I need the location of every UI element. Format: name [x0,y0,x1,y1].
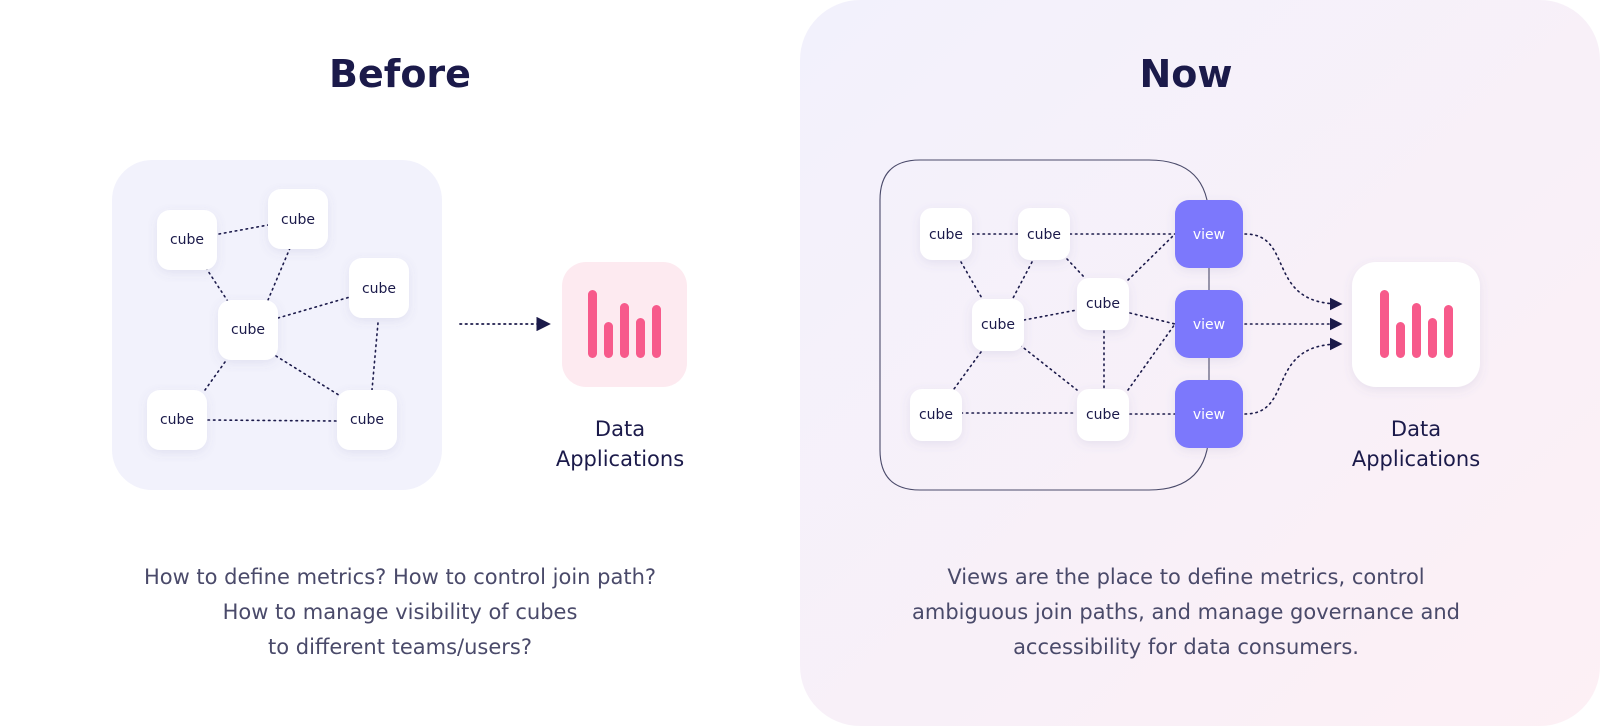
cube-label: cube [350,412,384,428]
before-cube-node: cube [268,189,328,249]
now-view-arrows [1244,233,1343,415]
caption-line: How to define metrics? How to control jo… [143,565,657,589]
now-panel [800,0,1600,726]
caption-line: Views are the place to define metrics, c… [947,565,1425,589]
before-connections [204,224,379,422]
bar-chart-icon [1380,290,1453,358]
cube-label: cube [160,412,194,428]
now-data-applications-tile [1352,262,1480,387]
before-cube-node: cube [218,300,278,360]
now-view-node: view [1175,290,1243,358]
caption-line: ambiguous join paths, and manage governa… [912,600,1460,624]
cube-label: cube [981,317,1015,333]
now-cube-node: cube [1077,389,1129,441]
app-label-line: Data [594,417,646,441]
view-label: view [1193,227,1225,243]
cube-label: cube [929,227,963,243]
cube-label: cube [170,232,204,248]
bar-chart-icon [588,290,661,358]
arrow-right-icon [1244,233,1343,311]
before-cube-node: cube [147,390,207,450]
now-cube-node: cube [910,389,962,441]
cube-label: cube [919,407,953,423]
before-data-applications-tile [562,262,687,387]
before-cube-node: cube [337,390,397,450]
view-label: view [1193,317,1225,333]
now-cube-node: cube [920,208,972,260]
before-cube-node: cube [349,258,409,318]
now-connections [953,233,1176,415]
before-diagram: cube cube cube cube cube cube [112,160,687,490]
cube-label: cube [1086,296,1120,312]
cube-label: cube [281,212,315,228]
view-label: view [1193,407,1225,423]
now-title: Now [1139,52,1233,96]
now-cube-node: cube [1077,278,1129,330]
before-title: Before [329,52,471,96]
before-cube-node: cube [157,210,217,270]
now-data-applications-label: Data Applications [1336,414,1496,474]
caption-line: accessibility for data consumers. [1013,635,1359,659]
cube-label: cube [362,281,396,297]
now-diagram: cube cube cube cube cube cube view [879,159,1480,491]
now-cube-boundary [879,159,1210,491]
before-caption: How to define metrics? How to control jo… [90,560,710,665]
now-caption: Views are the place to define metrics, c… [876,560,1496,665]
now-cube-node: cube [972,299,1024,351]
caption-line: to different teams/users? [267,635,532,659]
before-data-applications-label: Data Applications [540,414,700,474]
cube-label: cube [231,322,265,338]
cube-label: cube [1086,407,1120,423]
app-label-line: Applications [555,447,685,471]
now-view-node: view [1175,200,1243,268]
arrow-right-icon [1244,337,1343,415]
now-cube-node: cube [1018,208,1070,260]
app-label-line: Data [1390,417,1442,441]
now-view-node: view [1175,380,1243,448]
cube-label: cube [1027,227,1061,243]
caption-line: How to manage visibility of cubes [222,600,578,624]
app-label-line: Applications [1351,447,1481,471]
